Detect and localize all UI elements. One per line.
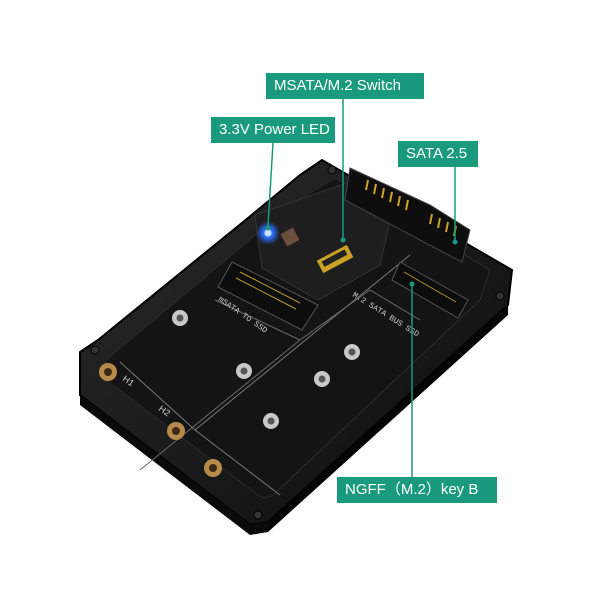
- corner-screws: [90, 165, 505, 520]
- standoff-holes: [172, 310, 360, 429]
- power-led: [264, 229, 272, 237]
- callout-sata-label: SATA 2.5: [398, 141, 478, 167]
- callout-switch-label: MSATA/M.2 Switch: [266, 73, 424, 99]
- callout-led-label: 3.3V Power LED: [211, 117, 335, 143]
- callout-ngff-label: NGFF（M.2）key B: [337, 477, 497, 503]
- callout-leaders: [267, 99, 456, 477]
- sata-connector: [344, 167, 471, 263]
- chip-component: [280, 227, 300, 247]
- msata-slot: [217, 261, 319, 331]
- brass-mounts: [99, 363, 222, 477]
